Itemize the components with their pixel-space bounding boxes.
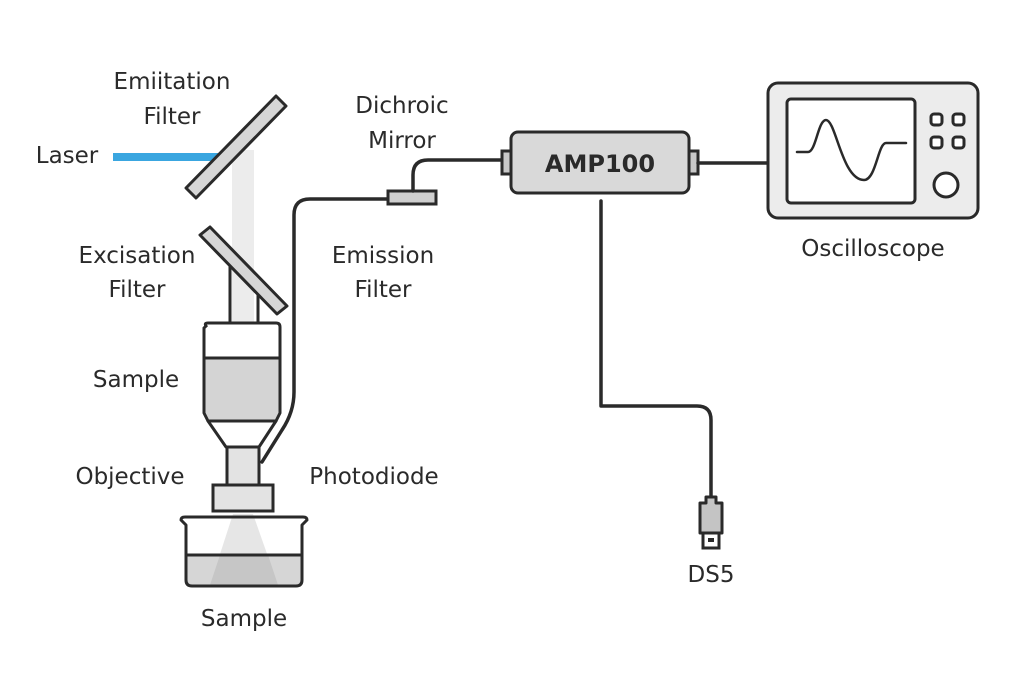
sample-upper-label: Sample — [93, 367, 179, 393]
sample-lower-label: Sample — [201, 606, 287, 632]
scope-knob[interactable] — [932, 171, 960, 199]
oscilloscope-label: Oscilloscope — [801, 236, 944, 262]
emitation-filter[interactable] — [184, 94, 288, 200]
objective-assembly[interactable] — [202, 321, 282, 513]
amp100-label: AMP100 — [545, 150, 655, 178]
excisation-filter[interactable] — [198, 225, 289, 323]
dichroic-mirror-label-1: Dichroic — [355, 93, 448, 119]
ds5-connector[interactable] — [698, 495, 724, 550]
amp-to-ds5-wire — [599, 199, 713, 499]
emission-filter-label-2: Filter — [355, 277, 413, 303]
photodiode-fiber — [260, 197, 390, 464]
emitation-filter-label-1: Emiitation — [114, 69, 231, 95]
excisation-filter-label-1: Excisation — [79, 243, 196, 269]
dichroic-mirror-label-2: Mirror — [368, 128, 436, 154]
sample-dish[interactable] — [179, 514, 309, 588]
scope-button-1[interactable] — [929, 112, 944, 127]
objective-label: Objective — [75, 464, 184, 490]
emission-filter[interactable] — [386, 189, 438, 206]
oscilloscope[interactable] — [766, 81, 980, 220]
emission-to-amp-wire — [411, 158, 504, 193]
emitation-filter-label-2: Filter — [144, 104, 202, 130]
emission-filter-label-1: Emission — [332, 243, 434, 269]
excisation-filter-label-2: Filter — [109, 277, 167, 303]
beam-path — [232, 150, 254, 325]
light-cone-liquid — [210, 555, 278, 585]
scope-button-3[interactable] — [929, 135, 944, 150]
oscilloscope-screen — [785, 97, 917, 205]
photodiode-label: Photodiode — [309, 464, 438, 490]
amp100-amplifier[interactable]: AMP100 — [500, 130, 700, 195]
scope-button-2[interactable] — [951, 112, 966, 127]
ds5-label: DS5 — [688, 562, 735, 588]
laser-label: Laser — [36, 143, 99, 169]
waveform — [795, 118, 908, 182]
scope-button-4[interactable] — [951, 135, 966, 150]
